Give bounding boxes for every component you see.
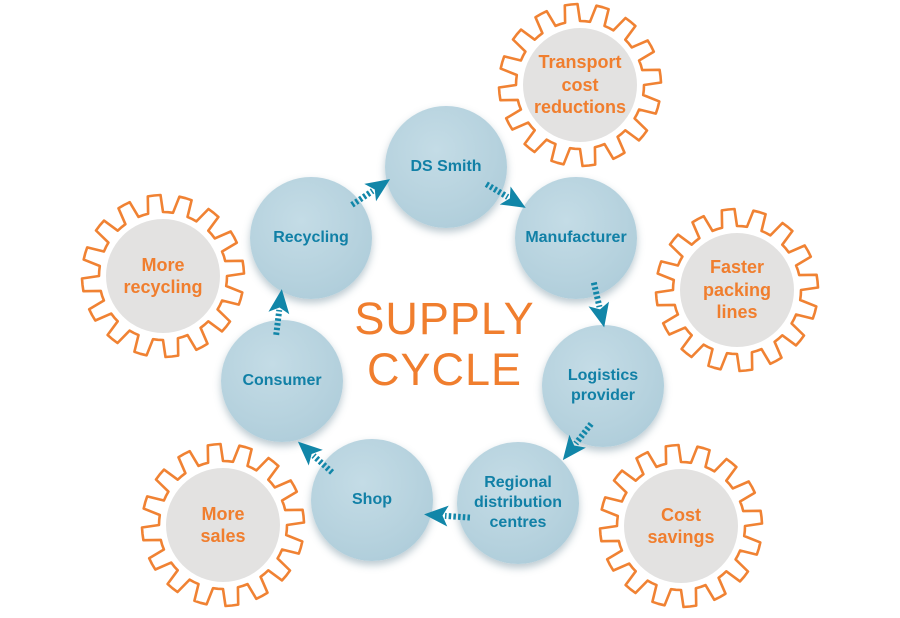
cycle-node-consumer: Consumer [221, 320, 343, 442]
cycle-node-regional-distribution-centres: Regional distribution centres [457, 442, 579, 564]
cycle-node-recycling: Recycling [250, 177, 372, 299]
arrow-icon [268, 289, 290, 336]
gear-icon [654, 207, 820, 373]
arrow-icon [562, 422, 594, 461]
benefit-gear-more-recycling: More recycling [78, 191, 248, 361]
arrow-icon [484, 181, 526, 208]
diagram-title: SUPPLY CYCLE [354, 293, 535, 395]
gear-icon [497, 2, 663, 168]
arrow-icon [297, 441, 335, 475]
gear-icon [80, 193, 246, 359]
gear-icon [140, 442, 306, 608]
arrow-icon [350, 179, 391, 208]
gear-icon [598, 443, 764, 609]
benefit-gear-faster-packing-lines: Faster packing lines [652, 205, 822, 375]
arrow-logistics-to-regional [553, 416, 601, 469]
benefit-gear-transport-cost-reductions: Transport cost reductions [495, 0, 665, 170]
arrow-manufacturer-to-logistics [583, 278, 616, 332]
arrow-recycling-to-ds-smith [344, 169, 398, 215]
arrow-icon [424, 505, 471, 527]
arrow-icon [588, 281, 610, 328]
gear-label: More recycling [123, 254, 203, 298]
cycle-node-shop: Shop [311, 439, 433, 561]
gear-label: Faster packing lines [702, 257, 772, 323]
cycle-node-manufacturer: Manufacturer [515, 177, 637, 299]
arrow-regional-to-shop [421, 503, 472, 528]
gear-label: More sales [200, 503, 246, 547]
cycle-node-ds-smith: DS Smith [385, 106, 507, 228]
gear-label: Cost savings [647, 504, 715, 548]
arrow-ds-smith-to-manufacturer [479, 174, 533, 219]
cycle-node-logistics-provider: Logistics provider [542, 325, 664, 447]
benefit-gear-more-sales: More sales [138, 440, 308, 610]
benefit-gear-cost-savings: Cost savings [596, 441, 766, 611]
gear-label: Transport cost reductions [534, 52, 627, 118]
arrow-consumer-to-recycling [265, 286, 293, 338]
arrow-shop-to-consumer [289, 432, 341, 482]
